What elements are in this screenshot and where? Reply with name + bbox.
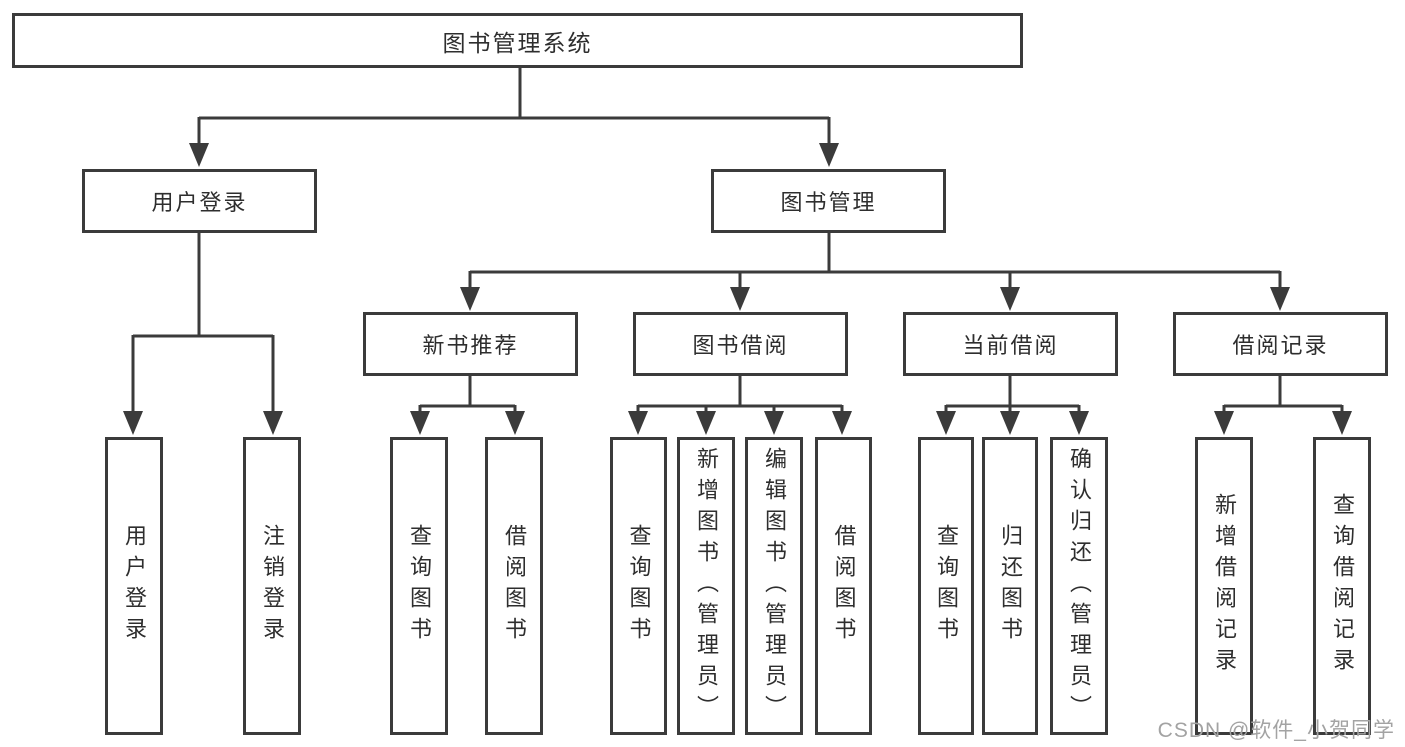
node-book-management: 图书管理 — [711, 169, 946, 233]
leaf-current-confirm-return-admin: 确认归还（管理员） — [1050, 437, 1108, 735]
node-label: 图书管理 — [780, 190, 877, 215]
node-label: 当前借阅 — [962, 333, 1059, 358]
node-label: 确认归还（管理员） — [1067, 446, 1092, 726]
leaf-recommend-query-books: 查询图书 — [390, 437, 448, 735]
leaf-user-login: 用户登录 — [105, 437, 163, 735]
node-borrowing-records: 借阅记录 — [1173, 312, 1388, 376]
node-root-library-system: 图书管理系统 — [12, 13, 1023, 68]
node-new-book-recommend: 新书推荐 — [363, 312, 578, 376]
node-label: 图书管理系统 — [442, 29, 593, 56]
csdn-watermark: CSDN @软件_小贺同学 — [1157, 719, 1395, 742]
leaf-borrowing-query-books: 查询图书 — [610, 437, 667, 735]
leaf-records-add-record: 新增借阅记录 — [1195, 437, 1253, 735]
leaf-recommend-borrow-books: 借阅图书 — [485, 437, 543, 735]
node-label: 图书借阅 — [692, 333, 789, 358]
node-book-borrowing: 图书借阅 — [633, 312, 848, 376]
node-label: 新增借阅记录 — [1212, 493, 1237, 679]
leaf-borrowing-borrow-books: 借阅图书 — [815, 437, 872, 735]
node-label: 查询图书 — [626, 524, 652, 648]
node-label: 借阅图书 — [831, 524, 857, 648]
node-user-login: 用户登录 — [82, 169, 317, 233]
node-label: 新增图书（管理员） — [694, 446, 719, 726]
node-label: 新书推荐 — [422, 333, 519, 358]
node-current-borrowing: 当前借阅 — [903, 312, 1118, 376]
node-label: 查询借阅记录 — [1330, 493, 1355, 679]
node-label: 用户登录 — [151, 190, 248, 215]
node-label: 编辑图书（管理员） — [762, 446, 787, 726]
leaf-current-return-books: 归还图书 — [982, 437, 1038, 735]
node-label: 借阅图书 — [502, 524, 527, 648]
node-label: 注销登录 — [260, 524, 285, 648]
node-label: 归还图书 — [998, 524, 1023, 648]
leaf-logout: 注销登录 — [243, 437, 301, 735]
leaf-borrowing-add-books-admin: 新增图书（管理员） — [677, 437, 735, 735]
leaf-current-query-books: 查询图书 — [918, 437, 974, 735]
leaf-borrowing-edit-books-admin: 编辑图书（管理员） — [745, 437, 803, 735]
node-label: 查询图书 — [407, 524, 432, 648]
node-label: 借阅记录 — [1232, 333, 1329, 358]
node-label: 用户登录 — [122, 524, 147, 648]
leaf-records-query-record: 查询借阅记录 — [1313, 437, 1371, 735]
node-label: 查询图书 — [934, 524, 959, 648]
